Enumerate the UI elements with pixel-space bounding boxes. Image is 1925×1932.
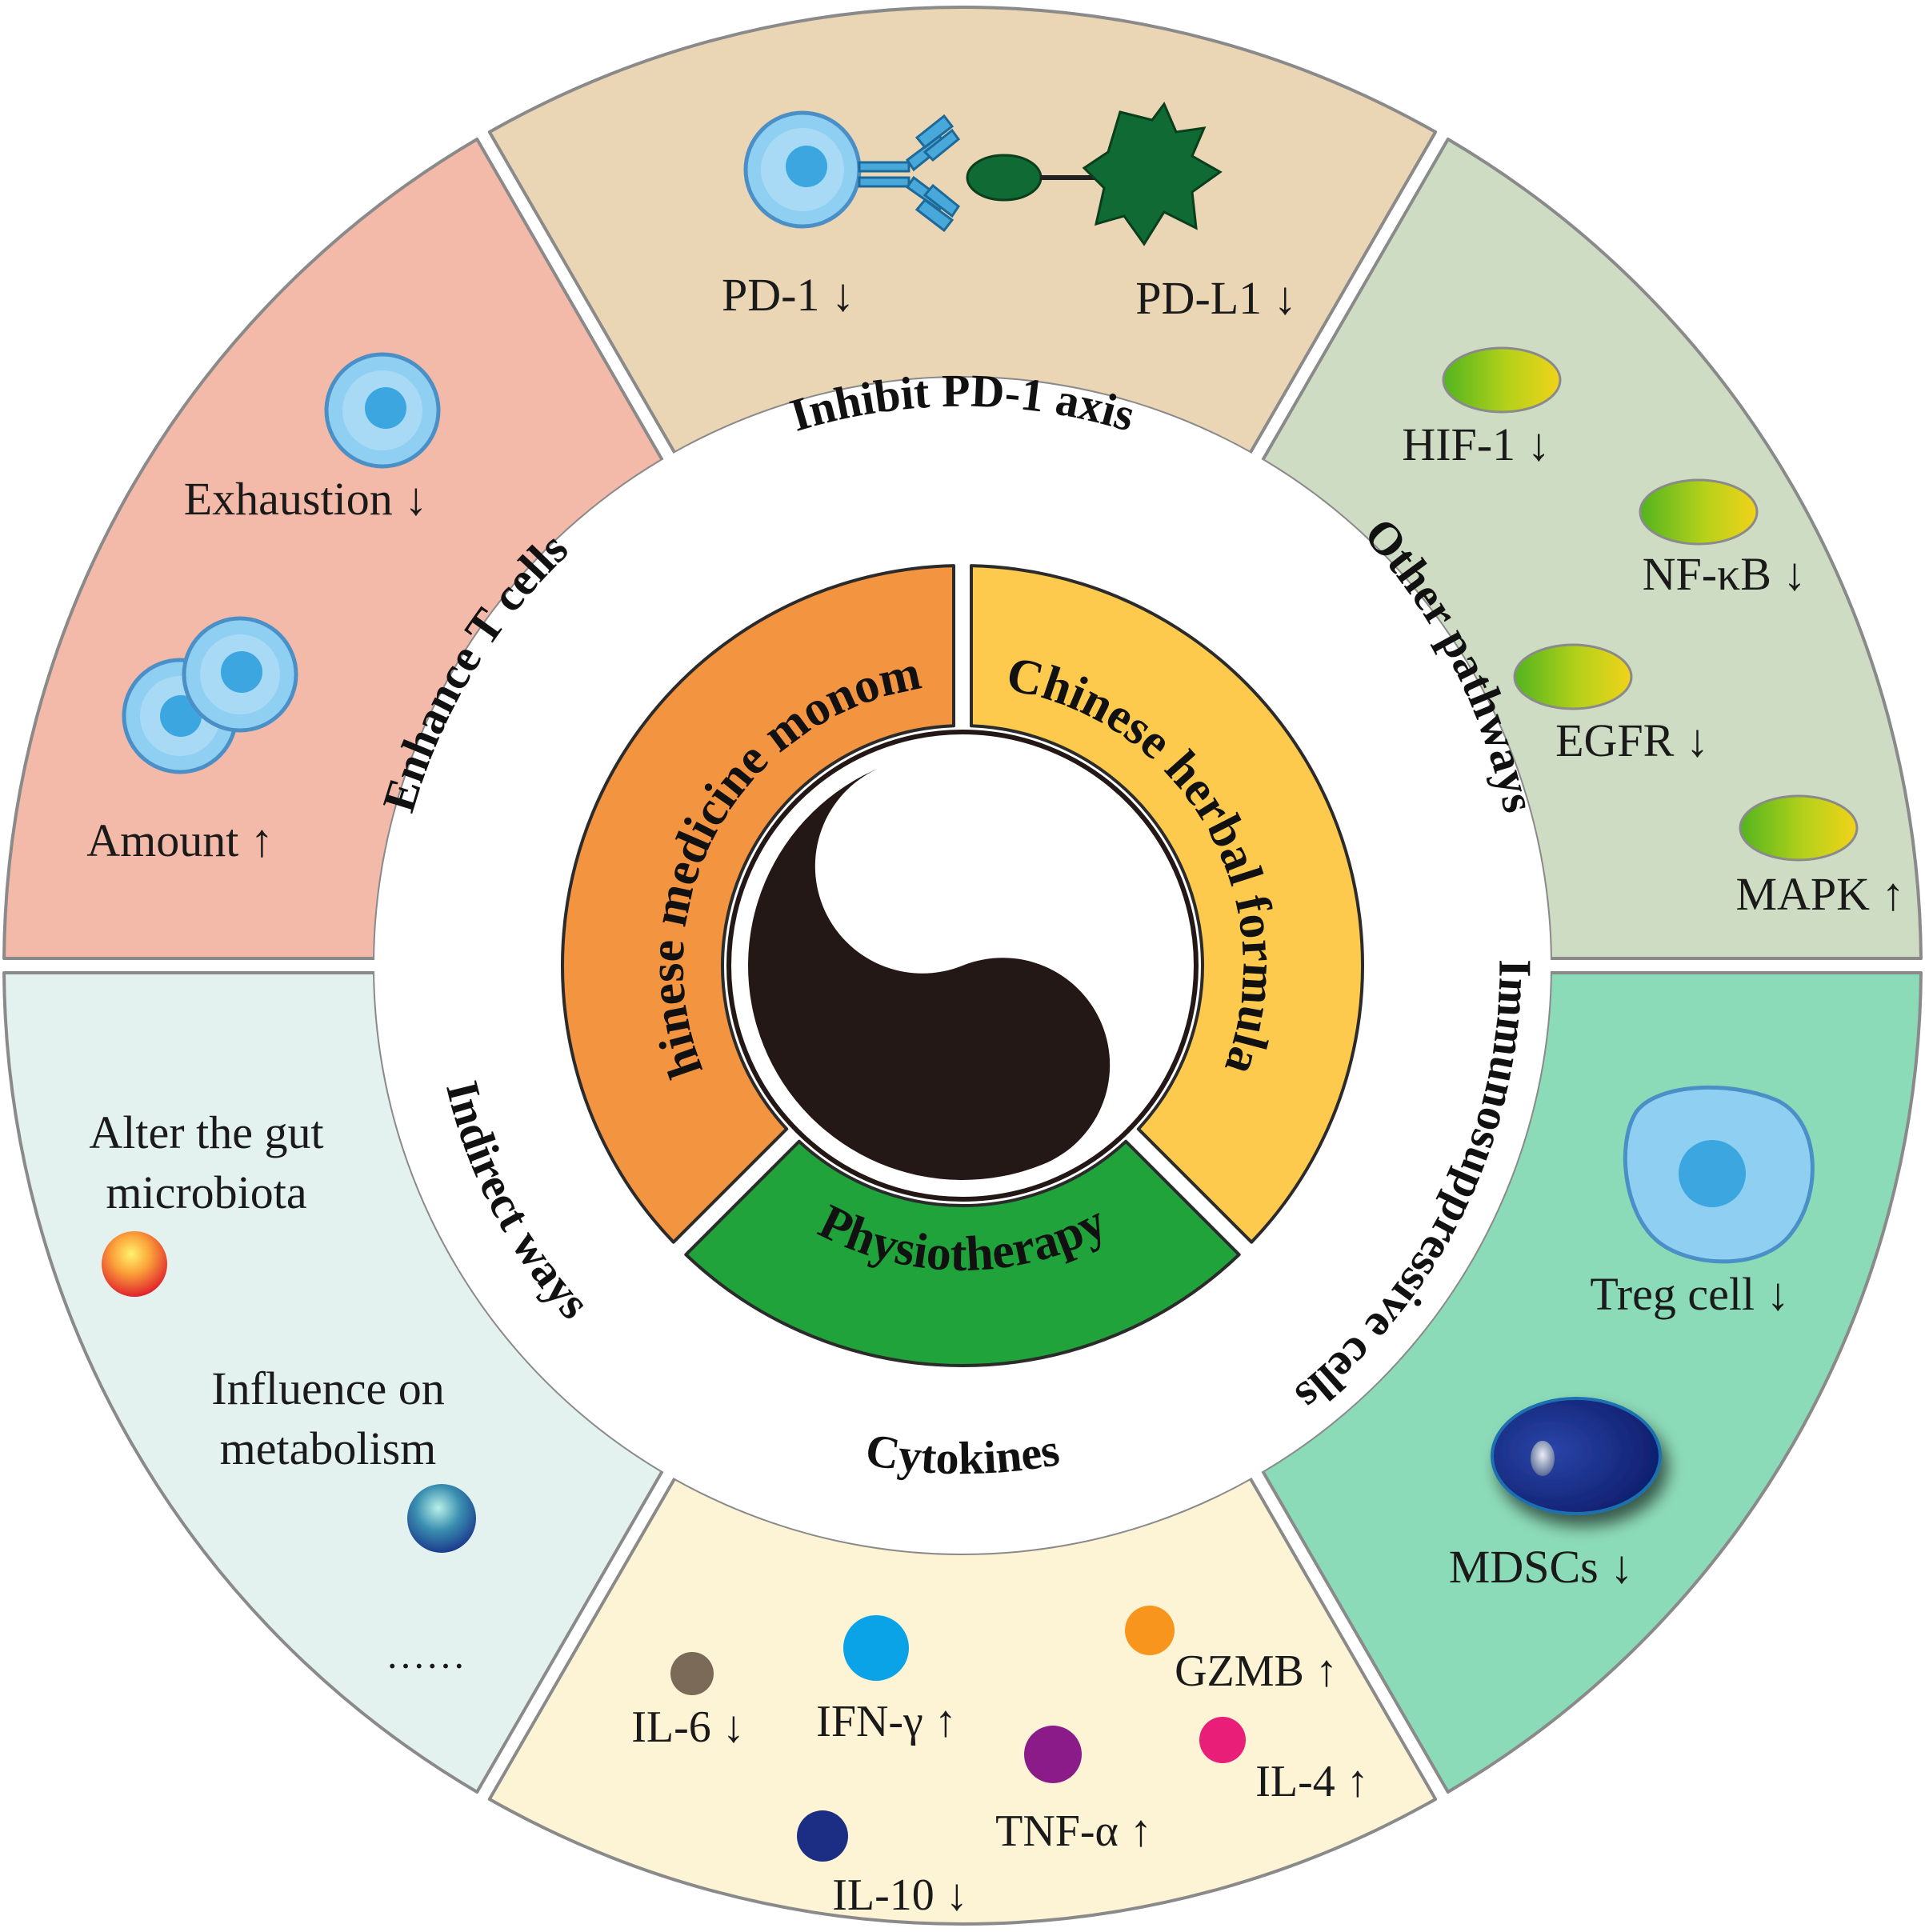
yin-yang-icon xyxy=(726,730,1199,1202)
pd-l1-cell-icon xyxy=(1082,102,1223,246)
label-egfr: EGFR ↓ xyxy=(1555,714,1709,766)
cytokine-dot-0 xyxy=(670,1652,714,1695)
label-microbiota: microbiota xyxy=(106,1166,306,1218)
section-title-cytokines: Cytokines xyxy=(862,1423,1063,1484)
label-ifn-gamma: IFN-γ ↑ xyxy=(816,1697,957,1746)
t-cell-icon-pd1 xyxy=(743,110,862,229)
gut-microbiota-sphere-icon xyxy=(102,1231,167,1297)
label-il-6: IL-6 ↓ xyxy=(631,1702,745,1752)
cytokine-dot-1 xyxy=(843,1615,909,1681)
pathway-ellipse-egfr xyxy=(1513,643,1633,710)
label-nf-kb: NF-κB ↓ xyxy=(1643,548,1807,600)
label-hif-1: HIF-1 ↓ xyxy=(1402,418,1550,470)
label-mdscs: MDSCs ↓ xyxy=(1449,1541,1633,1593)
segment-chinese-herbal-formula xyxy=(970,564,1364,1244)
label-il-10: IL-10 ↓ xyxy=(832,1870,968,1920)
label-exhaustion: Exhaustion ↓ xyxy=(184,473,427,525)
mdsc-cell-icon xyxy=(1491,1397,1662,1515)
t-cell-icon-exhaustion xyxy=(324,352,441,469)
treg-cell-icon xyxy=(1623,1085,1815,1264)
cytokine-dot-2 xyxy=(1125,1606,1175,1655)
cytokine-dot-5 xyxy=(797,1810,848,1862)
pd1-ligand-icon xyxy=(966,154,1096,202)
cytokine-dots xyxy=(670,1606,1246,1862)
label-treg-cell: Treg cell ↓ xyxy=(1590,1268,1789,1320)
label-pd-l1: PD-L1 ↓ xyxy=(1135,272,1296,324)
t-cell-icon-amount xyxy=(122,616,298,774)
label-influence-on: Influence on xyxy=(211,1362,444,1414)
label-metabolism: metabolism xyxy=(220,1422,437,1474)
pathway-ellipse-mapk xyxy=(1739,794,1859,862)
segment-chinese-medicine-monomer xyxy=(561,564,955,1244)
label-mapk: MAPK ↑ xyxy=(1735,868,1904,920)
label-pd-1: PD-1 ↓ xyxy=(722,269,854,321)
label-tnf-alpha: TNF-α ↑ xyxy=(995,1806,1152,1856)
cytokine-dot-4 xyxy=(1199,1717,1246,1763)
label-gzmb: GZMB ↑ xyxy=(1175,1646,1338,1696)
pathway-ellipse-nf-kb xyxy=(1639,478,1759,546)
pathway-ellipse-hif-1 xyxy=(1442,346,1562,414)
segment-physiotherapy xyxy=(684,1139,1241,1367)
label-il-4: IL-4 ↑ xyxy=(1255,1757,1369,1806)
label-alter-gut: Alter the gut xyxy=(89,1106,323,1158)
label-ellipsis: …… xyxy=(386,1632,466,1677)
metabolism-sphere-icon xyxy=(407,1484,476,1553)
core-ring xyxy=(561,564,1364,1367)
label-amount: Amount ↑ xyxy=(86,814,274,866)
pd1-receptor-icon xyxy=(858,114,961,233)
cytokine-dot-3 xyxy=(1024,1726,1082,1783)
